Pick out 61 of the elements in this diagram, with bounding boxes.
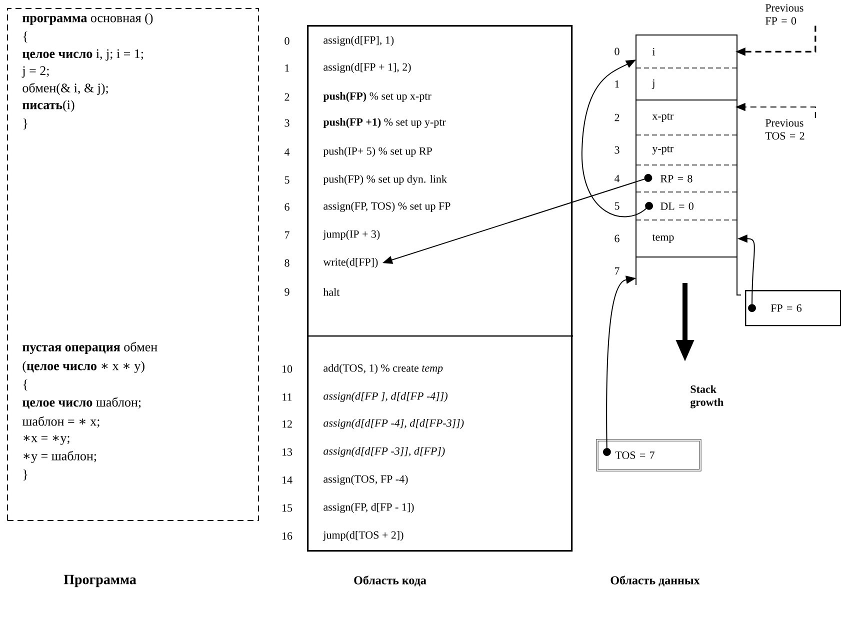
stack-cell: x-ptr bbox=[636, 100, 738, 122]
instruction: assign(d[FP ], d[d[FP -4]]) bbox=[324, 392, 448, 402]
cell-number: 7 bbox=[614, 267, 620, 275]
instruction: jump(d[TOS + 2]) bbox=[322, 531, 404, 541]
stack-cell: y-ptr bbox=[636, 134, 738, 154]
line-number: 0 bbox=[284, 37, 290, 45]
instruction: push(IP+ 5) % set up RP bbox=[323, 147, 432, 157]
instruction: assign(d[d[FP -4], d[d[FP-3]]) bbox=[324, 419, 464, 429]
code-box bbox=[307, 25, 573, 552]
line-number: 6 bbox=[284, 203, 290, 211]
instruction: assign(d[FP], 1) bbox=[324, 36, 394, 46]
instruction: push(FP +1) % set up y-ptr bbox=[323, 118, 446, 128]
program-box: программа основная () { целое число i, j; i = 1; j = 2; обмен(& i, & j); писать(i) } пустая операция обмен (целое число ∗ x ∗ y) { целое число шаблон; шаблон = ∗ x; ∗x = ∗y; ∗y = шаблон; } bbox=[7, 8, 259, 521]
caption: Программа bbox=[64, 574, 136, 588]
line-number: 2 bbox=[284, 93, 290, 101]
register-box: FP = 6 bbox=[745, 290, 841, 326]
stack-frame bbox=[636, 34, 742, 296]
line-number: 16 bbox=[282, 532, 292, 540]
cell-number: 3 bbox=[614, 146, 620, 154]
line-number: 12 bbox=[282, 420, 292, 428]
cell-number: 2 bbox=[614, 114, 620, 122]
stack-cell: RP = 8 bbox=[636, 164, 738, 182]
line-number: 3 bbox=[284, 119, 290, 127]
instruction: jump(IP + 3) bbox=[322, 230, 380, 240]
caption: Область кода bbox=[354, 576, 426, 586]
line-number: 4 bbox=[284, 148, 290, 156]
instruction: write(d[FP]) bbox=[323, 258, 378, 268]
cell-number: 0 bbox=[614, 48, 620, 56]
line-number: 9 bbox=[284, 288, 290, 296]
line-number: 14 bbox=[282, 476, 292, 484]
stack-cell: j bbox=[636, 68, 738, 89]
stack-growth-label: Stack growth bbox=[690, 385, 724, 408]
cell-number: 5 bbox=[614, 202, 620, 210]
pointer-note: Previous FP = 0 bbox=[766, 4, 804, 25]
line-number: 13 bbox=[282, 448, 292, 456]
line-number: 15 bbox=[282, 504, 292, 512]
line-number: 5 bbox=[284, 176, 290, 184]
register-box: TOS = 7 bbox=[596, 439, 702, 472]
stack-cell: temp bbox=[636, 220, 738, 243]
line-number: 11 bbox=[282, 393, 292, 401]
instruction: assign(FP, d[FP - 1]) bbox=[324, 503, 414, 513]
instruction: assign(d[d[FP -3]], d[FP]) bbox=[324, 447, 445, 457]
line-number: 7 bbox=[284, 231, 290, 239]
instruction: assign(FP, TOS) % set up FP bbox=[324, 202, 450, 212]
arrow bbox=[582, 60, 654, 218]
pointer-note: Previous TOS = 2 bbox=[765, 119, 804, 140]
line-number: 8 bbox=[284, 259, 290, 267]
instruction: push(FP) % set up dyn. link bbox=[323, 175, 447, 185]
caption: Область данных bbox=[610, 576, 700, 586]
line-number: 10 bbox=[282, 365, 292, 373]
cell-number: 6 bbox=[614, 234, 620, 242]
line-number: 1 bbox=[285, 64, 290, 72]
cell-number: 4 bbox=[614, 174, 620, 182]
instruction: halt bbox=[323, 288, 340, 296]
instruction: assign(TOS, FP -4) bbox=[324, 475, 408, 485]
stack-cell: i bbox=[636, 34, 738, 56]
stack-cell: DL = 0 bbox=[636, 192, 738, 210]
cell-number: 1 bbox=[615, 80, 620, 88]
instruction: assign(d[FP + 1], 2) bbox=[324, 63, 411, 73]
instruction: add(TOS, 1) % create temp bbox=[324, 364, 443, 374]
instruction: push(FP) % set up x-ptr bbox=[323, 92, 432, 102]
